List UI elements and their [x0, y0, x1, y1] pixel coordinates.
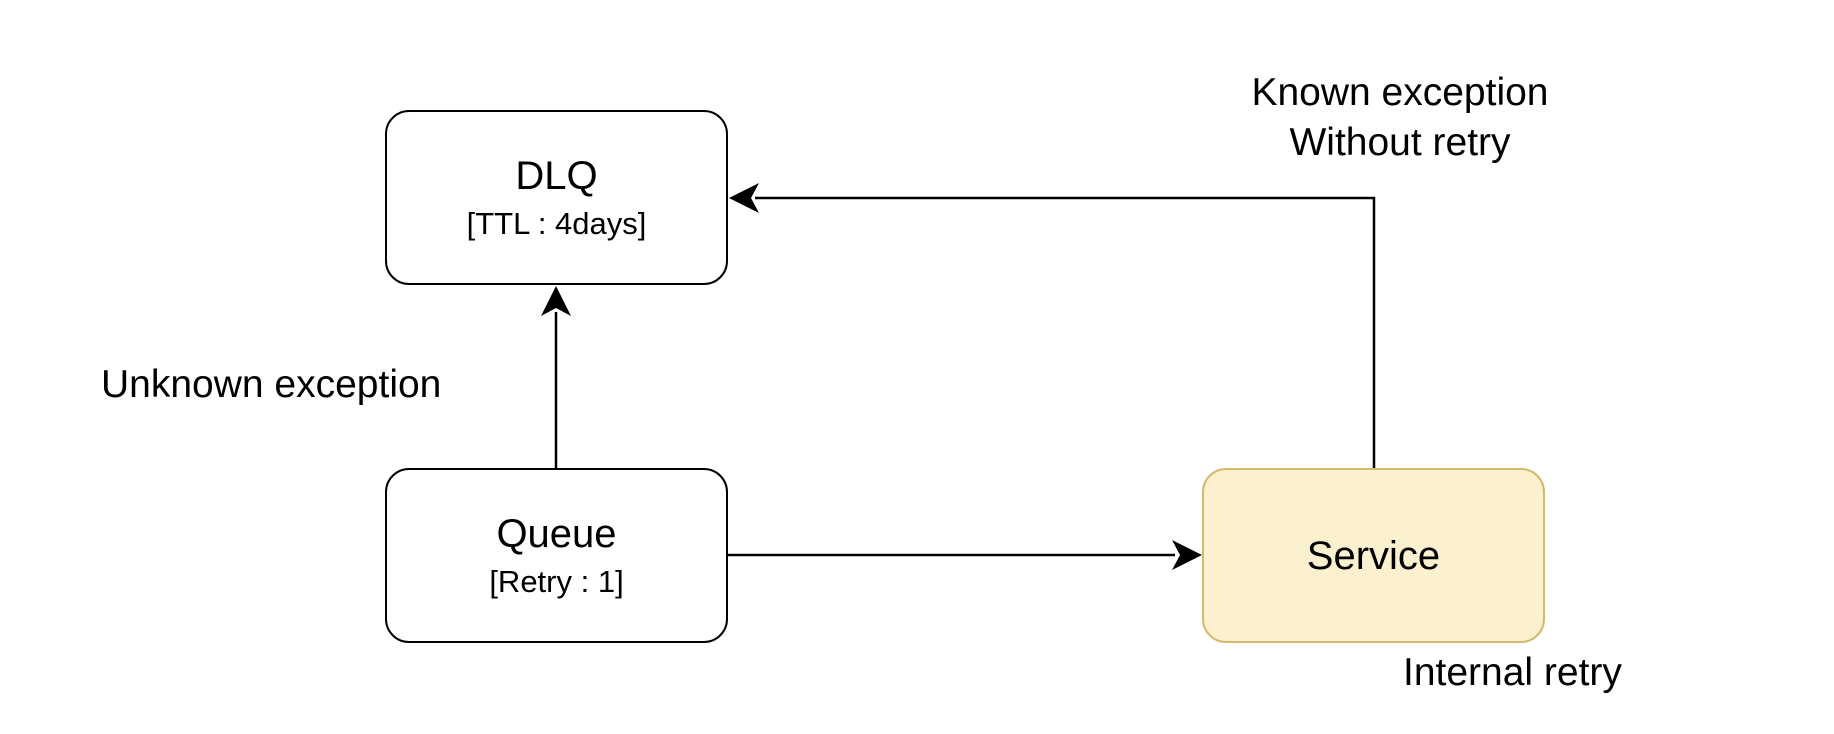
known-exception-label: Known exception Without retry: [1190, 68, 1610, 168]
unknown-exception-label: Unknown exception: [101, 363, 442, 406]
arrowhead-left-icon: [729, 183, 759, 213]
known-exception-line1: Known exception: [1251, 71, 1549, 114]
edge-queue-to-service: [728, 540, 1202, 570]
arrowhead-up-icon: [541, 286, 571, 316]
edge-service-to-dlq: [729, 183, 1376, 468]
service-node[interactable]: Service: [1202, 468, 1545, 643]
queue-subtitle: [Retry : 1]: [489, 563, 624, 599]
dlq-node[interactable]: DLQ [TTL : 4days]: [385, 110, 728, 285]
known-exception-line2: Without retry: [1289, 121, 1511, 164]
dlq-title: DLQ: [515, 153, 598, 198]
queue-title: Queue: [496, 511, 617, 556]
queue-node[interactable]: Queue [Retry : 1]: [385, 468, 728, 643]
dlq-subtitle: [TTL : 4days]: [466, 205, 647, 241]
internal-retry-label: Internal retry: [1403, 651, 1622, 694]
arrowhead-right-icon: [1172, 540, 1202, 570]
edge-queue-to-dlq: [541, 286, 571, 468]
service-title: Service: [1306, 533, 1441, 578]
